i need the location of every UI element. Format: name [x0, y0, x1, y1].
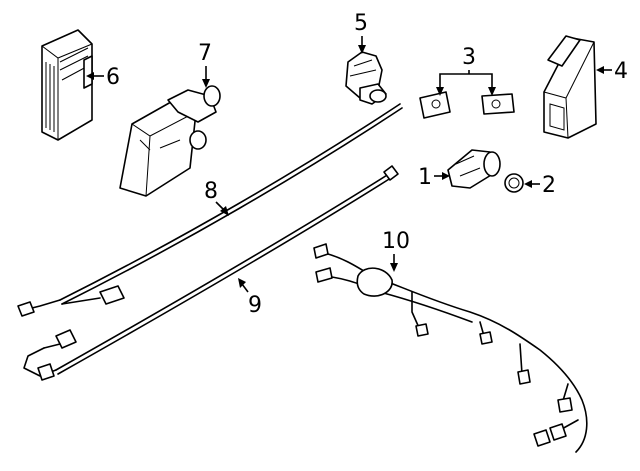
part-7-actuator-unit [119, 85, 221, 197]
callout-10: 10 [382, 229, 410, 272]
callout-3-label: 3 [462, 45, 476, 70]
callout-2: 2 [524, 173, 556, 198]
callout-5: 5 [354, 11, 368, 54]
callout-10-label: 10 [382, 229, 410, 254]
part-1-parking-sensor [447, 149, 501, 189]
callout-4-label: 4 [614, 59, 628, 84]
part-10-wiring-harness [313, 243, 588, 453]
part-2-sensor-ring [504, 173, 524, 193]
callout-1-label: 1 [418, 165, 432, 190]
callout-6-label: 6 [106, 65, 120, 90]
callout-7-label: 7 [198, 41, 212, 66]
callout-4: 4 [596, 59, 628, 84]
callout-9-label: 9 [248, 293, 262, 318]
callout-6: 6 [86, 65, 120, 90]
callout-2-label: 2 [542, 173, 556, 198]
callout-8-label: 8 [204, 179, 218, 204]
callout-8: 8 [204, 179, 229, 216]
part-8-harness [17, 103, 403, 317]
callout-9: 9 [238, 278, 262, 318]
part-3-sensor-brackets [419, 91, 515, 119]
callout-3: 3 [436, 45, 496, 96]
part-5-camera-module [345, 51, 387, 105]
callout-7: 7 [198, 41, 212, 88]
part-4-electronic-module [543, 35, 597, 139]
callout-1: 1 [418, 165, 450, 190]
callout-5-label: 5 [354, 11, 368, 36]
part-6-control-module [41, 29, 93, 141]
part-9-harness [23, 165, 399, 381]
